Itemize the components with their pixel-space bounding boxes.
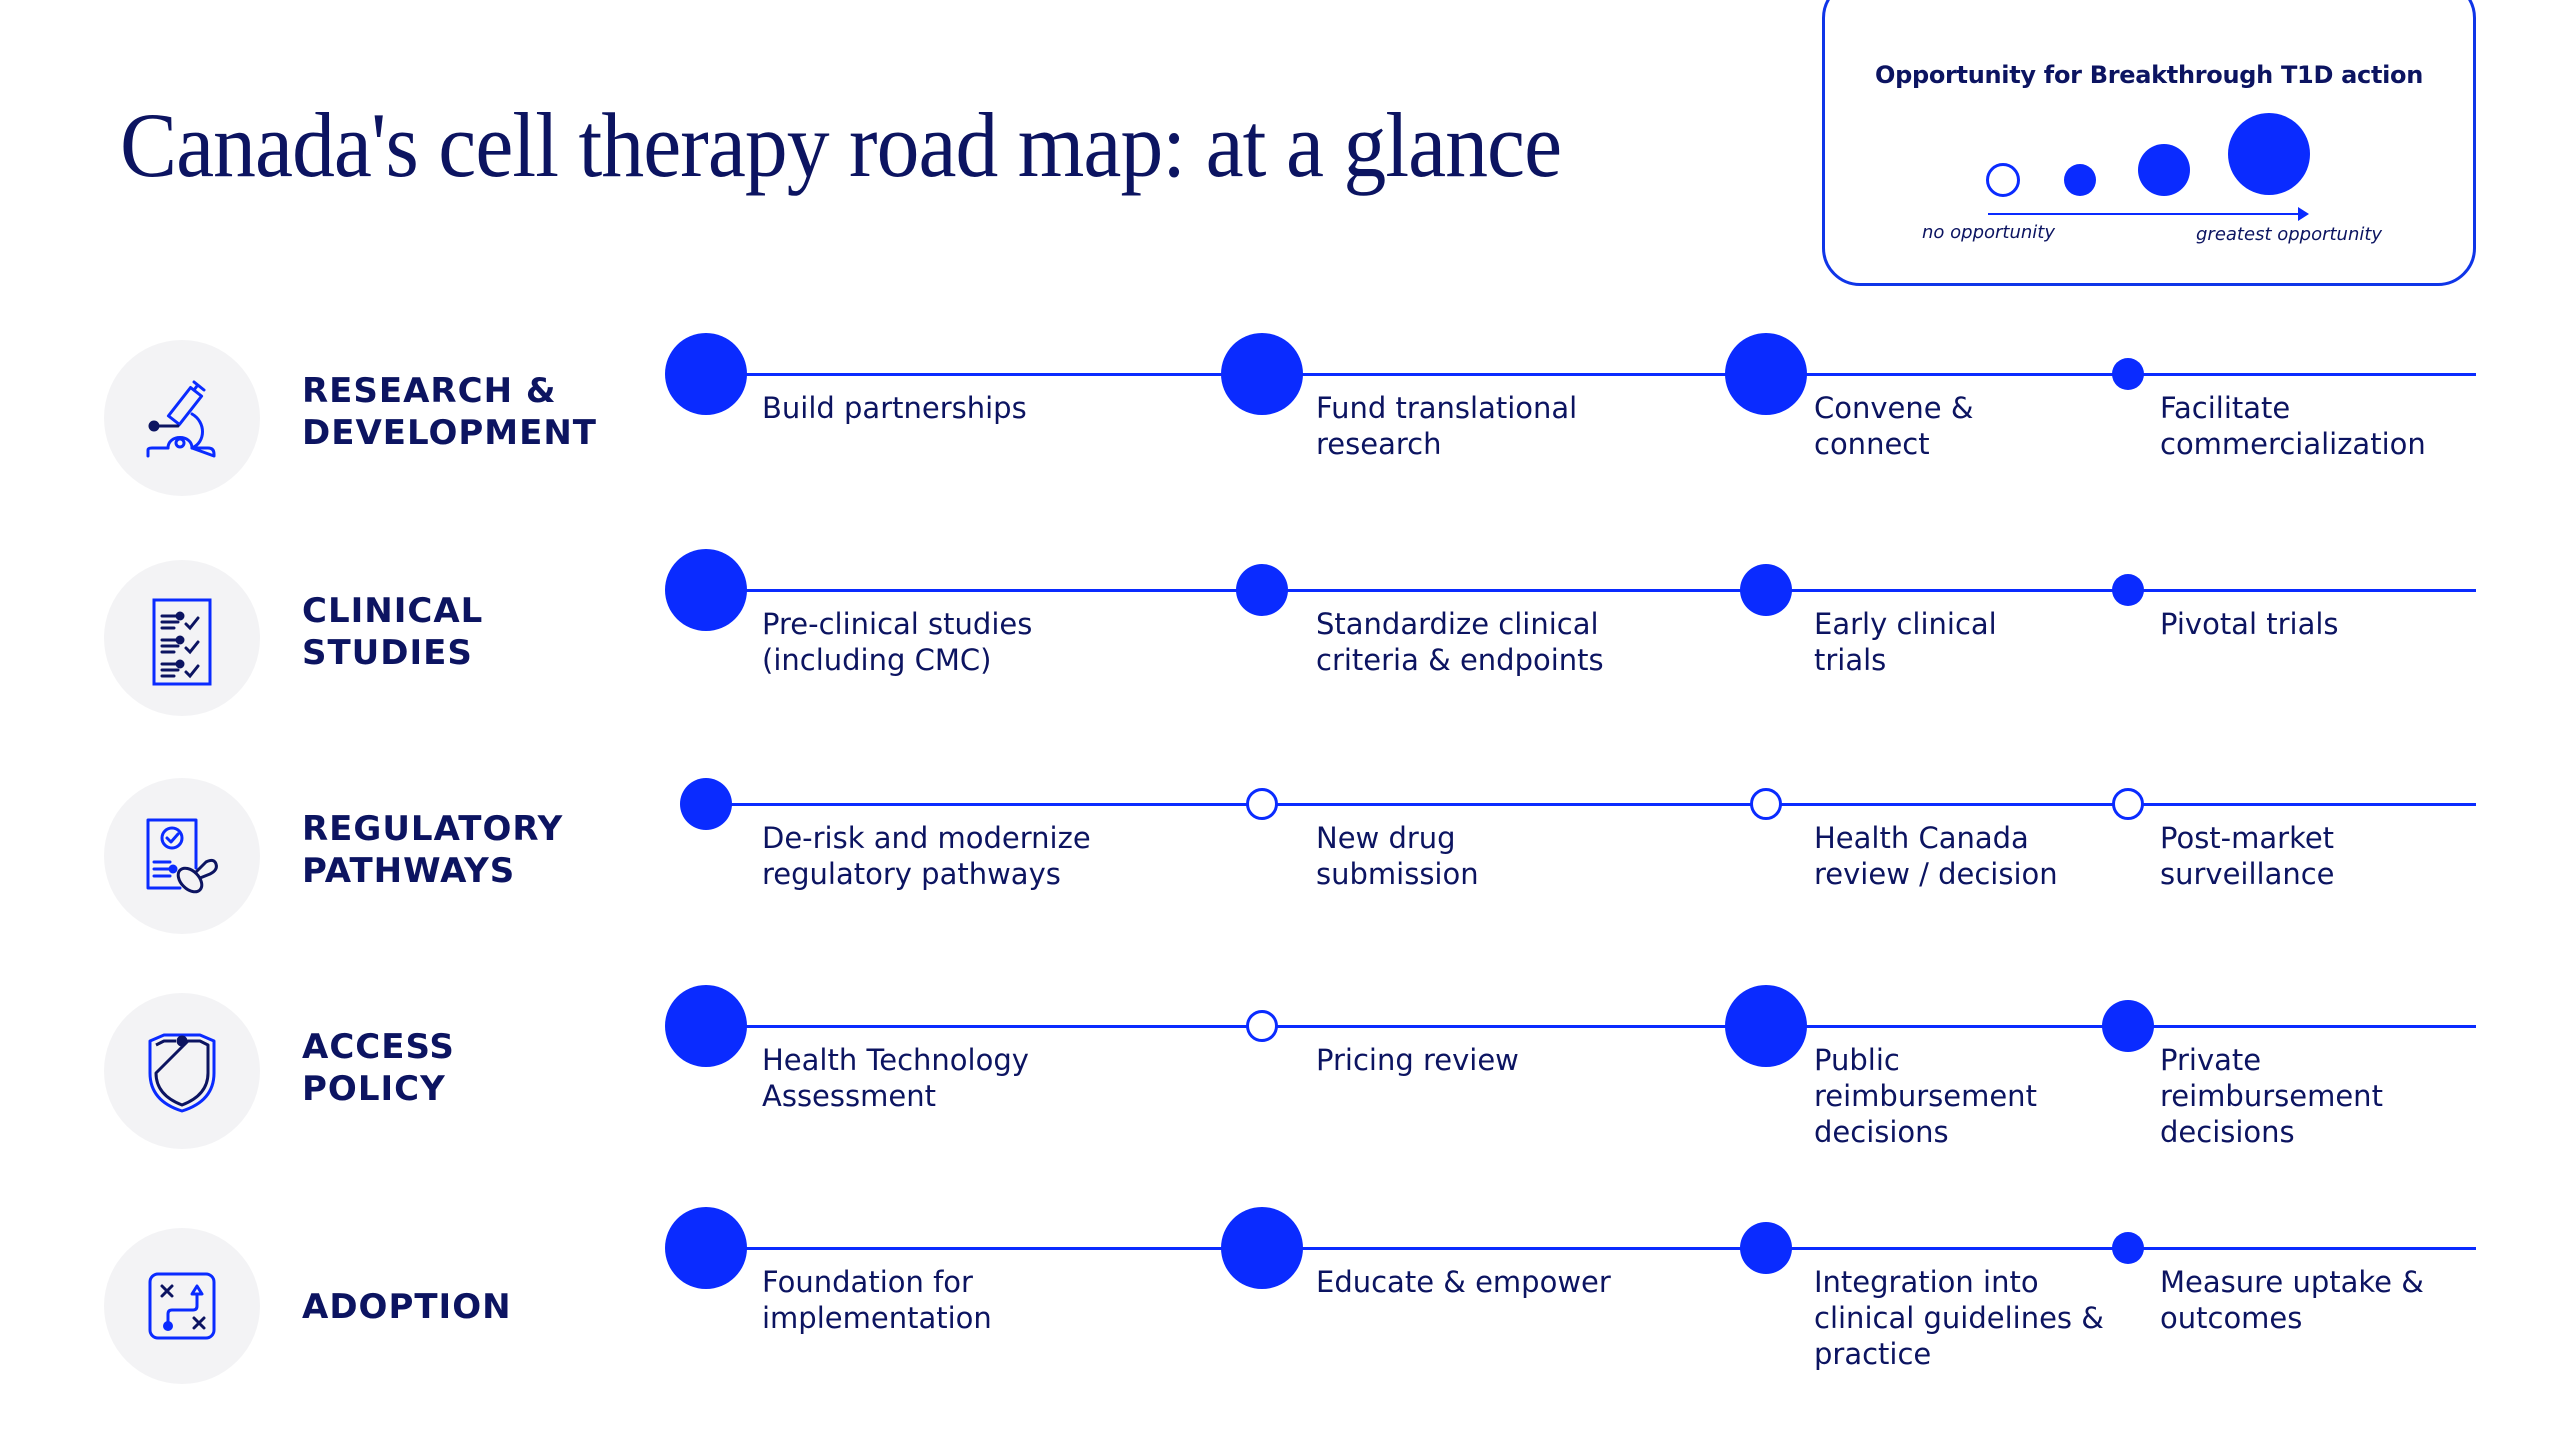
opportunity-node-none (2112, 788, 2144, 820)
step-label: Standardize clinical criteria & endpoint… (1316, 607, 1604, 677)
microscope-icon (146, 380, 216, 458)
opportunity-node-medium (680, 778, 732, 830)
opportunity-node-large (665, 333, 747, 415)
opportunity-node-none (1246, 788, 1278, 820)
step-label: Private reimbursement decisions (2160, 1043, 2383, 1149)
timeline-track (706, 803, 2476, 806)
opportunity-node-small (2112, 574, 2144, 606)
row-label-regulatory-pathways: REGULATORY PATHWAYS (302, 809, 564, 891)
step-label: Educate & empower (1316, 1265, 1611, 1299)
step-label: De-risk and modernize regulatory pathway… (762, 821, 1091, 891)
row-label-research-development: RESEARCH & DEVELOPMENT (302, 371, 597, 453)
step-label: Public reimbursement decisions (1814, 1043, 2037, 1149)
arrow-right-icon (2298, 207, 2309, 221)
legend-low-label: no opportunity (1922, 222, 2056, 243)
timeline-track (706, 589, 2476, 592)
opportunity-node-medium (2102, 1000, 2154, 1052)
row-label-adoption: ADOPTION (302, 1287, 512, 1327)
opportunity-node-small (2112, 1232, 2144, 1264)
step-label: Measure uptake & outcomes (2160, 1265, 2424, 1335)
step-label: Health Technology Assessment (762, 1043, 1029, 1113)
opportunity-node-large (1221, 1207, 1303, 1289)
strategy-map-icon (148, 1272, 216, 1340)
legend-dot-medium (2138, 144, 2190, 196)
legend-arrow-line (1988, 213, 2300, 215)
step-label: Health Canada review / decision (1814, 821, 2058, 891)
step-label: Facilitate commercialization (2160, 391, 2426, 461)
opportunity-node-large (665, 549, 747, 631)
row-label-clinical-studies: CLINICAL STUDIES (302, 591, 484, 673)
row-icon-clinical (104, 560, 260, 716)
row-label-access-policy: ACCESS POLICY (302, 1027, 455, 1109)
step-label: Early clinical trials (1814, 607, 1997, 677)
page-title: Canada's cell therapy road map: at a gla… (120, 94, 1562, 196)
row-icon-adoption (104, 1228, 260, 1384)
legend-title: Opportunity for Breakthrough T1D action (1874, 61, 2424, 89)
opportunity-node-medium (1740, 564, 1792, 616)
step-label: Fund translational research (1316, 391, 1578, 461)
timeline-track (706, 373, 2476, 376)
step-label: Build partnerships (762, 391, 1027, 425)
legend-dot-large (2228, 113, 2310, 195)
opportunity-node-medium (1740, 1222, 1792, 1274)
step-label: New drug submission (1316, 821, 1479, 891)
step-label: Integration into clinical guidelines & p… (1814, 1265, 2104, 1371)
opportunity-node-small (2112, 358, 2144, 390)
document-stamp-icon (146, 818, 218, 894)
opportunity-legend: Opportunity for Breakthrough T1D action (1822, 0, 2476, 286)
step-label: Pricing review (1316, 1043, 1519, 1077)
opportunity-node-none (1750, 788, 1782, 820)
legend-dot-small (2064, 164, 2096, 196)
row-icon-access (104, 993, 260, 1149)
step-label: Pre-clinical studies (including CMC) (762, 607, 1033, 677)
opportunity-node-large (665, 985, 747, 1067)
opportunity-node-large (1725, 333, 1807, 415)
opportunity-node-large (665, 1207, 747, 1289)
step-label: Convene & connect (1814, 391, 1974, 461)
legend-high-label: greatest opportunity (2196, 224, 2383, 245)
legend-dot-none (1986, 163, 2020, 197)
shield-icon (148, 1033, 216, 1113)
opportunity-node-medium (1236, 564, 1288, 616)
step-label: Pivotal trials (2160, 607, 2339, 641)
row-icon-regulatory (104, 778, 260, 934)
timeline-track (706, 1247, 2476, 1250)
checklist-icon (152, 598, 212, 686)
step-label: Post-market surveillance (2160, 821, 2335, 891)
row-icon-research (104, 340, 260, 496)
opportunity-node-none (1246, 1010, 1278, 1042)
timeline-track (706, 1025, 2476, 1028)
step-label: Foundation for implementation (762, 1265, 992, 1335)
opportunity-node-large (1221, 333, 1303, 415)
opportunity-node-large (1725, 985, 1807, 1067)
